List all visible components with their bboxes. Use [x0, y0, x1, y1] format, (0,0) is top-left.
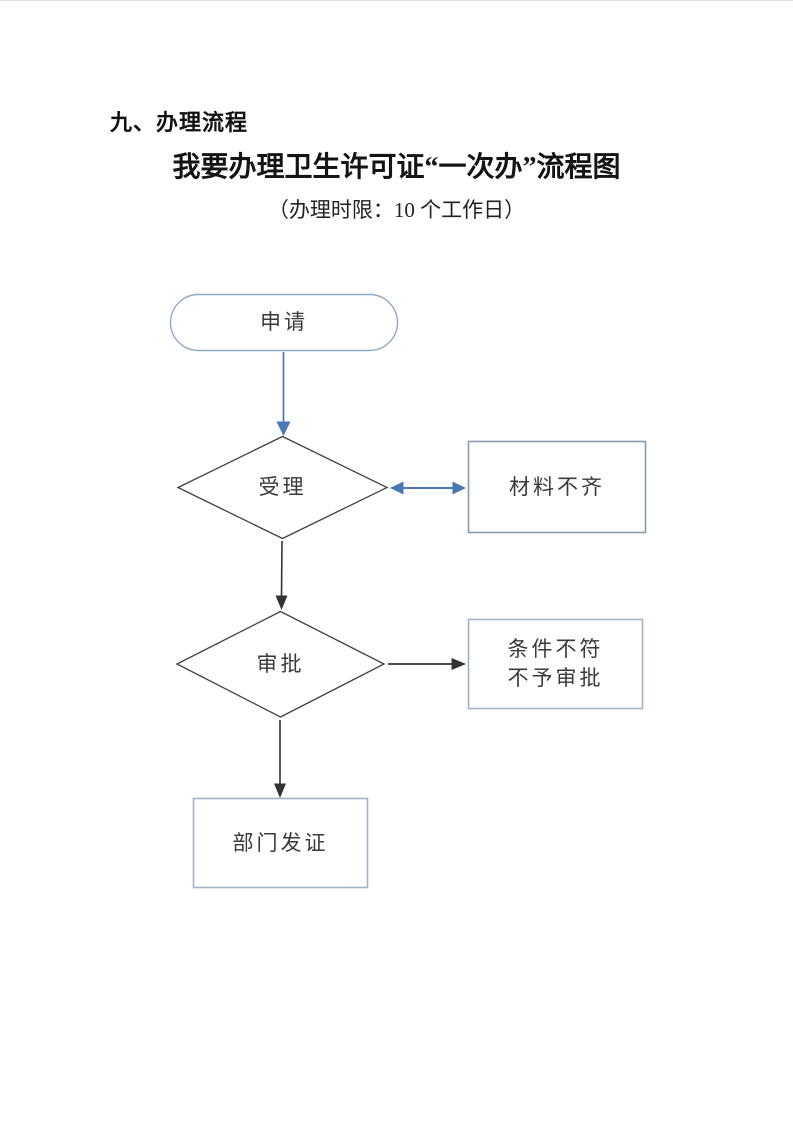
arrow-approve-to-issue-head — [274, 783, 286, 798]
arrow-accept-materials-left-head — [390, 481, 404, 495]
approve-diamond-shape — [175, 610, 386, 718]
arrow-accept-to-approve-stem — [280, 540, 283, 598]
accept-diamond-shape — [176, 435, 389, 540]
materials-rect-shape — [467, 440, 647, 534]
arrow-accept-to-approve-head — [275, 595, 288, 610]
issue-rect-shape — [192, 797, 369, 889]
arrow-apply-to-accept-head — [276, 421, 291, 436]
section-heading: 九、办理流程 — [110, 110, 249, 135]
reject-rect-shape — [467, 618, 644, 710]
apply-stadium-shape — [169, 293, 399, 352]
flowchart-title: 我要办理卫生许可证“一次办”流程图 — [172, 152, 621, 183]
flowchart-subtitle: （办理时限：10 个工作日） — [267, 198, 526, 222]
arrow-approve-to-reject-head — [451, 658, 466, 670]
arrow-accept-materials-right-head — [452, 481, 466, 495]
